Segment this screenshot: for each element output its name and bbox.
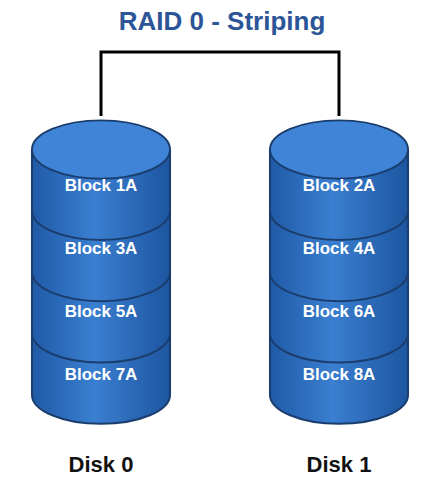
data-block: Block 8A: [268, 361, 410, 389]
data-block: Block 2A: [268, 172, 410, 200]
data-block: Block 3A: [30, 235, 172, 263]
block-label: Block 5A: [65, 302, 138, 321]
data-block: Block 4A: [268, 235, 410, 263]
cylinder-top: [270, 120, 408, 178]
disk-connector: [101, 52, 339, 116]
disk-cylinder: [268, 110, 410, 440]
disk-label: Disk 0: [20, 452, 182, 478]
data-block: Block 6A: [268, 298, 410, 326]
data-block: Block 5A: [30, 298, 172, 326]
block-label: Block 8A: [303, 365, 376, 384]
block-label: Block 7A: [65, 365, 138, 384]
data-block: Block 1A: [30, 172, 172, 200]
disk-drive: Disk 0Block 1ABlock 3ABlock 5ABlock 7A: [30, 110, 172, 490]
disk-label: Disk 1: [258, 452, 420, 478]
platter-divider: [32, 333, 170, 362]
block-label: Block 4A: [303, 239, 376, 258]
block-label: Block 6A: [303, 302, 376, 321]
platter-divider: [270, 211, 408, 240]
cylinder-body: [32, 150, 170, 424]
cylinder-top: [32, 120, 170, 178]
block-label: Block 2A: [303, 176, 376, 195]
platter-divider: [32, 211, 170, 240]
disk-drive: Disk 1Block 2ABlock 4ABlock 6ABlock 8A: [268, 110, 410, 490]
platter-divider: [270, 333, 408, 362]
block-label: Block 3A: [65, 239, 138, 258]
platter-divider: [32, 272, 170, 301]
block-label: Block 1A: [65, 176, 138, 195]
diagram-title: RAID 0 - Striping: [0, 6, 444, 37]
data-block: Block 7A: [30, 361, 172, 389]
cylinder-body: [270, 150, 408, 424]
platter-divider: [270, 272, 408, 301]
disk-cylinder: [30, 110, 172, 440]
